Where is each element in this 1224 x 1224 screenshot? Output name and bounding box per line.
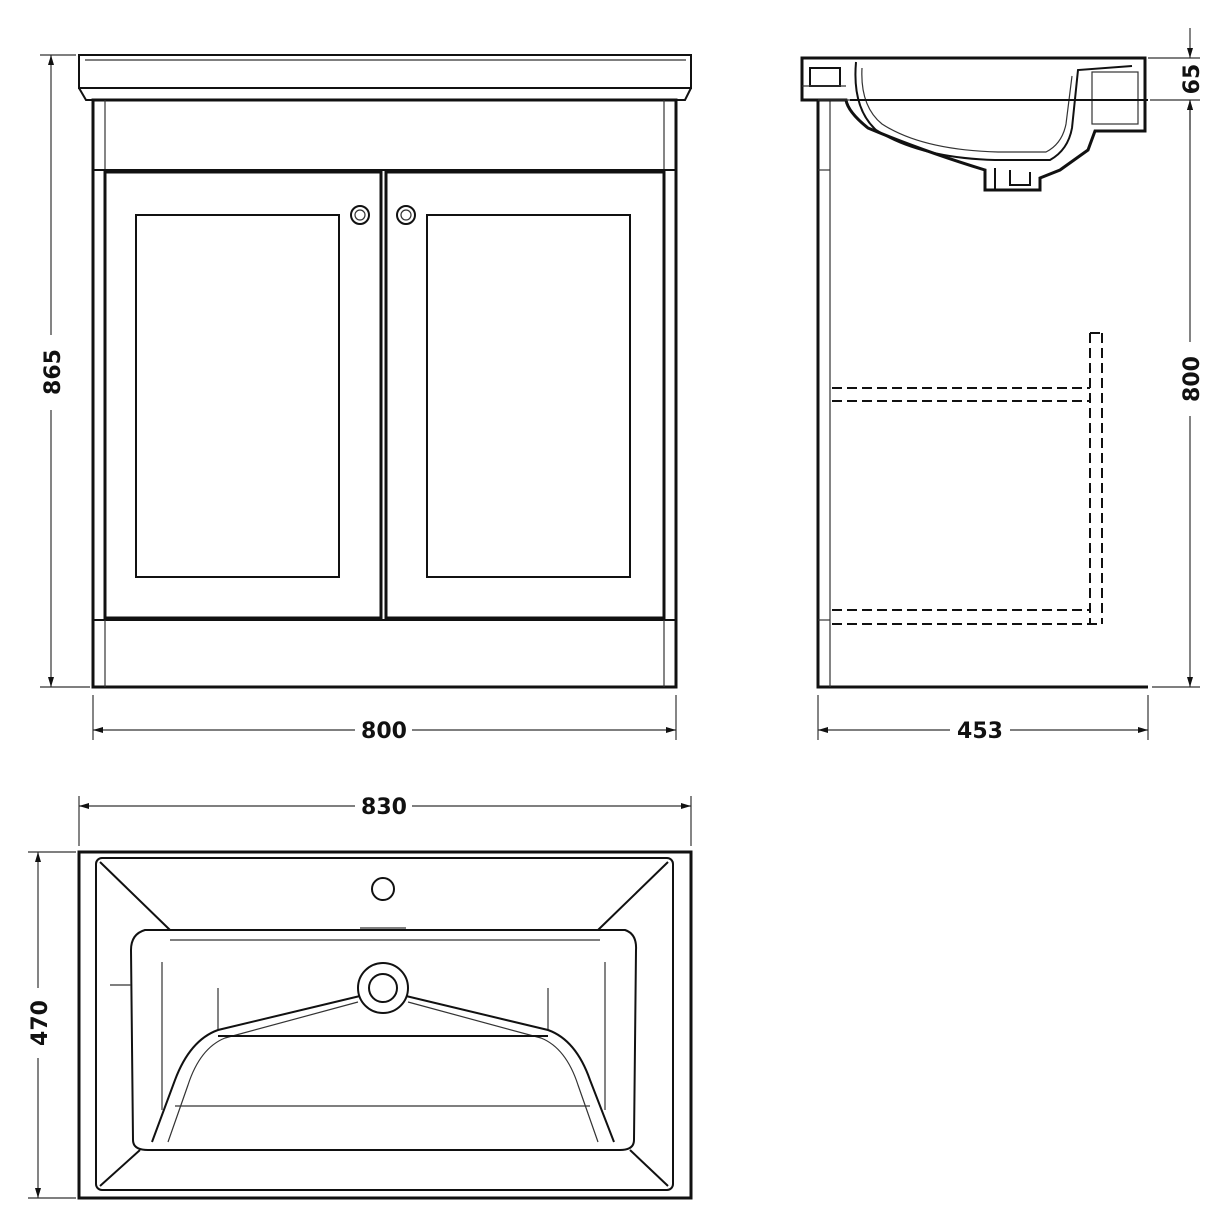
side-height-label: 800 — [1180, 356, 1205, 402]
basin-depth-label: 470 — [28, 1000, 53, 1046]
front-right-door — [384, 170, 666, 620]
left-door-panel — [135, 214, 340, 578]
basin-width-dimension: 830 — [78, 795, 692, 846]
side-basin-profile — [800, 56, 1147, 192]
side-view — [800, 56, 1148, 689]
basin-rim-dimension: 65 — [1148, 28, 1205, 130]
left-door-knob — [350, 205, 370, 225]
side-depth-label: 453 — [957, 719, 1003, 744]
front-width-dimension: 800 — [92, 695, 677, 744]
front-cabinet-body — [91, 98, 678, 689]
front-height-label: 865 — [41, 349, 66, 395]
side-height-dimension: 800 — [1150, 99, 1205, 688]
right-door-panel — [426, 214, 631, 578]
side-depth-dimension: 453 — [817, 695, 1149, 744]
side-basin-bowl — [854, 61, 1133, 161]
basin-width-label: 830 — [361, 795, 407, 820]
basin-depth-dimension: 470 — [28, 851, 76, 1199]
front-left-door — [103, 170, 383, 620]
basin-drain — [357, 962, 409, 1014]
front-height-dimension: 865 — [40, 54, 90, 688]
basin-rim-label: 65 — [1180, 64, 1205, 95]
front-basin-top — [78, 54, 692, 89]
basin-outline — [77, 850, 693, 1200]
front-view — [78, 54, 692, 689]
front-basin-underside — [78, 87, 692, 101]
top-view — [77, 850, 693, 1200]
front-width-label: 800 — [361, 719, 407, 744]
right-door-knob — [396, 205, 416, 225]
tap-hole — [371, 877, 395, 901]
basin-bowl — [129, 929, 638, 1151]
side-cabinet-body — [816, 100, 1148, 689]
basin-inner-rim — [95, 857, 674, 1191]
